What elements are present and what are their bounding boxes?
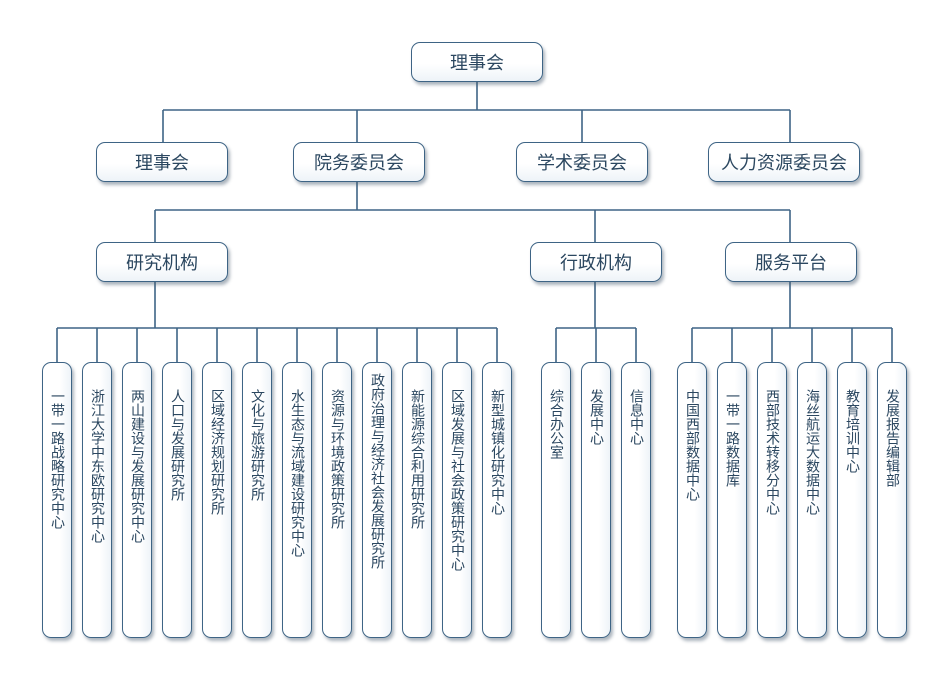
research-unit-label: 新能源综合利用研究所 bbox=[409, 389, 425, 529]
research-unit[interactable]: 区域经济规划研究所 bbox=[202, 362, 232, 638]
research-unit[interactable]: 新能源综合利用研究所 bbox=[402, 362, 432, 638]
research-unit[interactable]: 区域发展与社会政策研究中心 bbox=[442, 362, 472, 638]
research-unit[interactable]: 两山建设与发展研究中心 bbox=[122, 362, 152, 638]
node-hr-committee[interactable]: 人力资源委员会 bbox=[708, 142, 860, 182]
platform-unit[interactable]: 海丝航运大数据中心 bbox=[797, 362, 827, 638]
node-research-institutes[interactable]: 研究机构 bbox=[96, 242, 228, 282]
admin-unit[interactable]: 综合办公室 bbox=[541, 362, 571, 638]
research-unit-label: 水生态与流域建设研究中心 bbox=[289, 389, 305, 557]
research-unit-label: 人口与发展研究所 bbox=[169, 389, 185, 501]
research-unit[interactable]: 政府治理与经济社会发展研究所 bbox=[362, 362, 392, 638]
node-label: 人力资源委员会 bbox=[721, 153, 847, 174]
research-unit[interactable]: 浙江大学中东欧研究中心 bbox=[82, 362, 112, 638]
node-executive-council[interactable]: 院务委员会 bbox=[293, 142, 425, 182]
research-unit-label: 资源与环境政策研究所 bbox=[329, 389, 345, 529]
research-unit-label: 文化与旅游研究所 bbox=[249, 389, 265, 501]
admin-unit-label: 信息中心 bbox=[628, 389, 644, 445]
platform-unit-label: 海丝航运大数据中心 bbox=[804, 389, 820, 515]
node-label: 研究机构 bbox=[126, 253, 198, 274]
node-label: 服务平台 bbox=[755, 253, 827, 274]
node-board[interactable]: 理事会 bbox=[96, 142, 228, 182]
platform-unit-label: 中国西部数据中心 bbox=[684, 389, 700, 501]
node-academic-committee[interactable]: 学术委员会 bbox=[516, 142, 648, 182]
node-service-platforms[interactable]: 服务平台 bbox=[725, 242, 857, 282]
node-label: 行政机构 bbox=[560, 253, 632, 274]
research-unit-label: 一带一路战略研究中心 bbox=[49, 389, 65, 529]
research-unit-label: 两山建设与发展研究中心 bbox=[129, 389, 145, 543]
node-label: 理事会 bbox=[135, 153, 189, 174]
node-label: 院务委员会 bbox=[314, 153, 404, 174]
platform-unit-label: 一带一路数据库 bbox=[724, 389, 740, 487]
research-unit[interactable]: 资源与环境政策研究所 bbox=[322, 362, 352, 638]
research-unit-label: 政府治理与经济社会发展研究所 bbox=[369, 373, 385, 569]
research-unit[interactable]: 一带一路战略研究中心 bbox=[42, 362, 72, 638]
platform-unit[interactable]: 西部技术转移分中心 bbox=[757, 362, 787, 638]
admin-unit-label: 发展中心 bbox=[588, 389, 604, 445]
root-node[interactable]: 理事会 bbox=[411, 42, 543, 82]
platform-unit[interactable]: 中国西部数据中心 bbox=[677, 362, 707, 638]
research-unit[interactable]: 人口与发展研究所 bbox=[162, 362, 192, 638]
research-unit-label: 区域经济规划研究所 bbox=[209, 389, 225, 515]
platform-unit-label: 教育培训中心 bbox=[844, 389, 860, 473]
platform-unit-label: 西部技术转移分中心 bbox=[764, 389, 780, 515]
platform-unit[interactable]: 一带一路数据库 bbox=[717, 362, 747, 638]
admin-unit-label: 综合办公室 bbox=[548, 389, 564, 459]
admin-unit[interactable]: 发展中心 bbox=[581, 362, 611, 638]
node-label: 学术委员会 bbox=[537, 153, 627, 174]
admin-unit[interactable]: 信息中心 bbox=[621, 362, 651, 638]
platform-unit[interactable]: 发展报告编辑部 bbox=[877, 362, 907, 638]
research-unit-label: 区域发展与社会政策研究中心 bbox=[449, 389, 465, 571]
platform-unit-label: 发展报告编辑部 bbox=[884, 389, 900, 487]
research-unit[interactable]: 水生态与流域建设研究中心 bbox=[282, 362, 312, 638]
node-administration[interactable]: 行政机构 bbox=[530, 242, 662, 282]
research-unit-label: 浙江大学中东欧研究中心 bbox=[89, 389, 105, 543]
research-unit[interactable]: 文化与旅游研究所 bbox=[242, 362, 272, 638]
root-label: 理事会 bbox=[450, 53, 504, 74]
research-unit-label: 新型城镇化研究中心 bbox=[489, 389, 505, 515]
research-unit[interactable]: 新型城镇化研究中心 bbox=[482, 362, 512, 638]
platform-unit[interactable]: 教育培训中心 bbox=[837, 362, 867, 638]
